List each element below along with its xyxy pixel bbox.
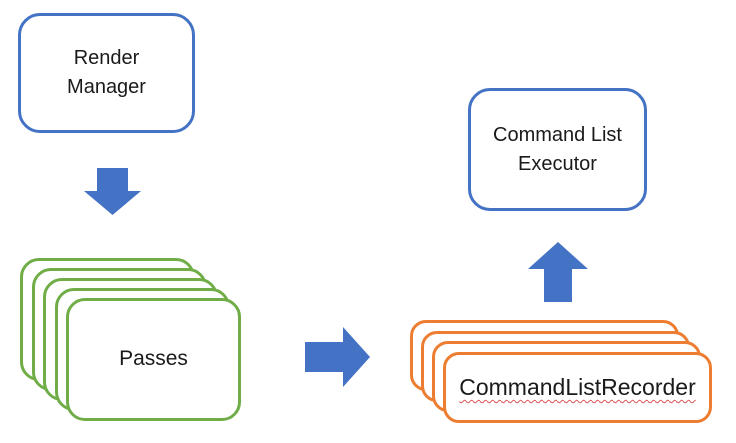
- render-manager-label-line2: Manager: [67, 76, 146, 98]
- command-list-executor-label-line1: Command List: [493, 123, 622, 146]
- node-command-list-executor: Command List Executor: [468, 88, 647, 211]
- command-list-executor-label: Command List Executor: [471, 91, 644, 208]
- render-manager-label-line1: Render: [73, 47, 140, 69]
- node-passes: Passes: [66, 298, 241, 421]
- arrow-up-icon: [528, 242, 588, 302]
- node-render-manager: Render Manager: [18, 13, 195, 133]
- passes-label-wrap: Passes: [69, 301, 238, 418]
- command-list-executor-label-line2: Executor: [518, 152, 597, 175]
- command-list-recorder-label-wrap: CommandListRecorder: [446, 355, 709, 420]
- passes-label: Passes: [119, 347, 188, 371]
- arrow-down-icon: [84, 168, 141, 215]
- arrow-right-icon: [305, 327, 370, 387]
- command-list-recorder-label: CommandListRecorder: [459, 373, 696, 400]
- node-command-list-recorder: CommandListRecorder: [443, 352, 712, 423]
- render-manager-label: Render Manager: [21, 16, 192, 130]
